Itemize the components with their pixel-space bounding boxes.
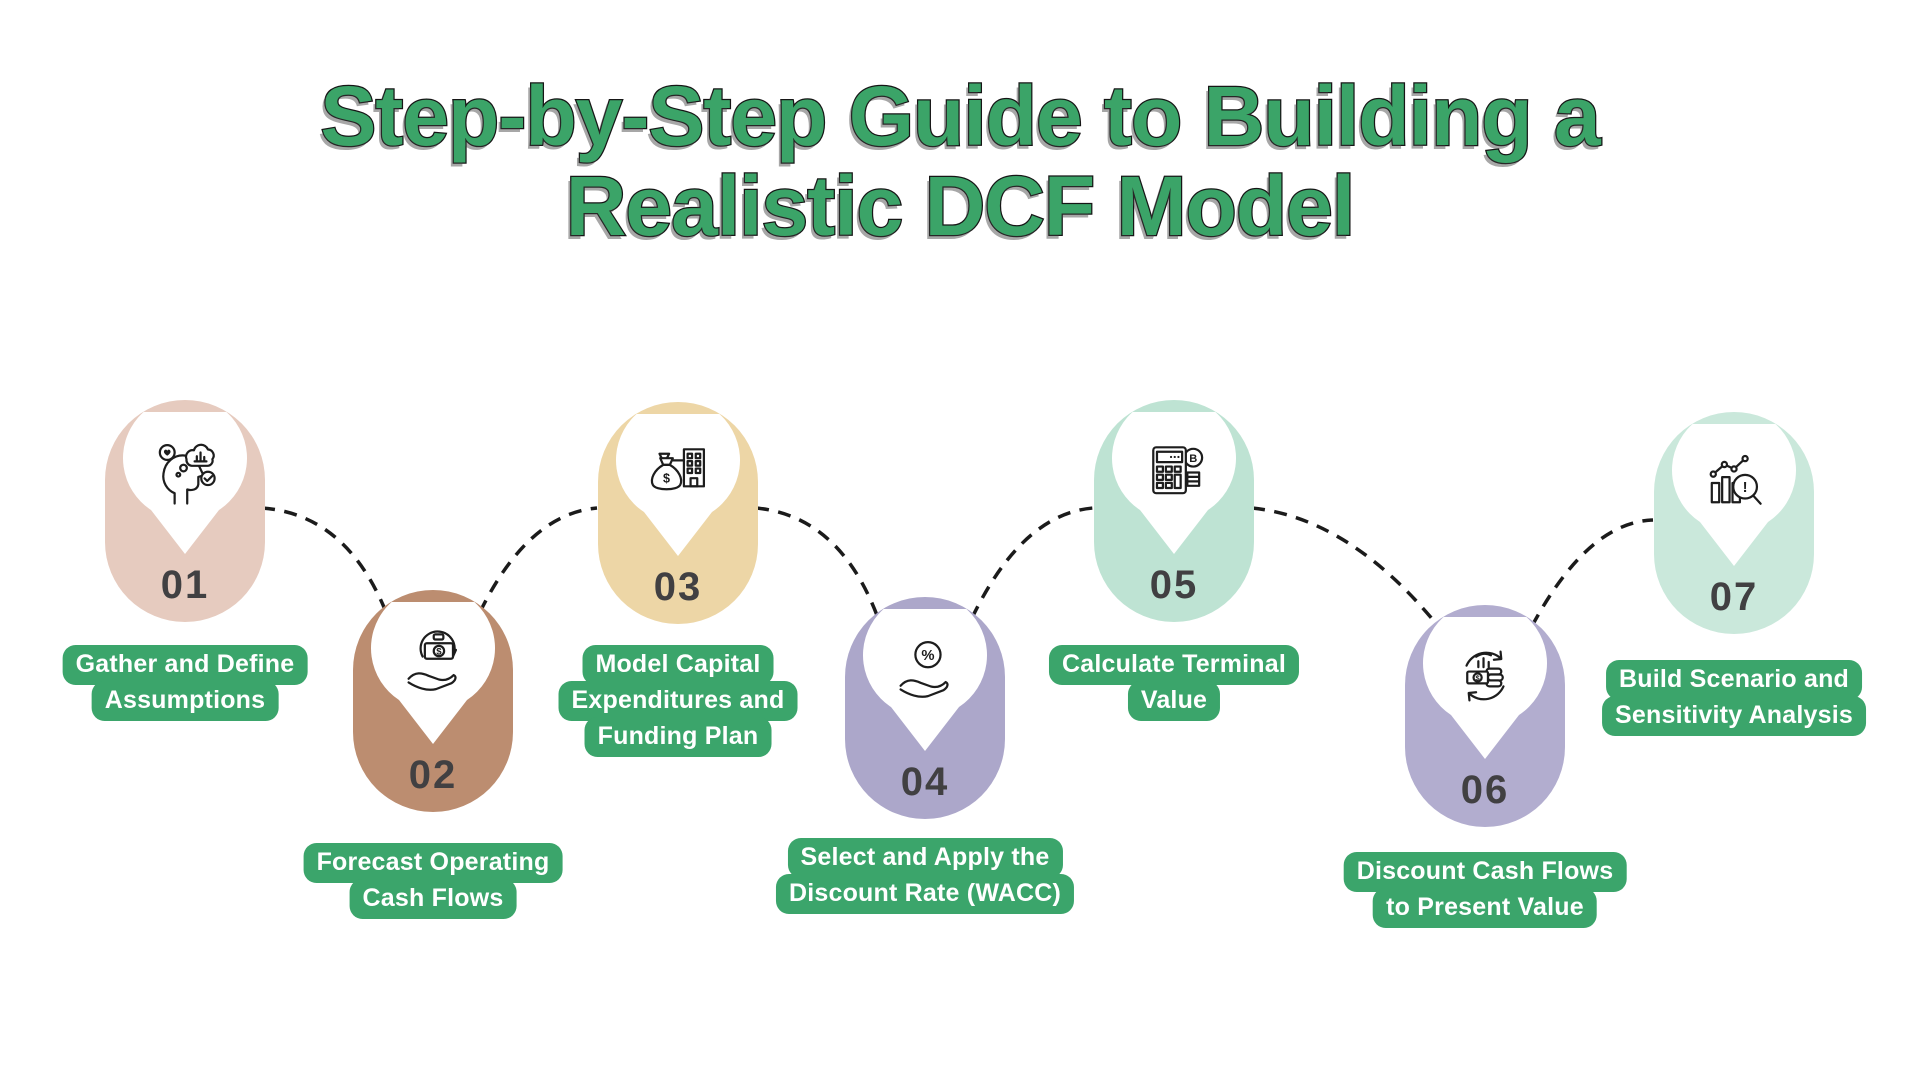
step-label: Gather and Define Assumptions <box>62 645 308 721</box>
step-label-line: Cash Flows <box>349 879 517 919</box>
step-label-line: Discount Cash Flows <box>1343 852 1627 892</box>
step-01: 01 Gather and Define Assumptions <box>62 400 308 721</box>
pill-marker: $ 02 <box>353 590 513 812</box>
dollar-glyph: $ <box>1476 673 1480 682</box>
step-label: Build Scenario and Sensitivity Analysis <box>1602 660 1866 736</box>
step-07: ! 07 Build Scenario and Sensitivity Anal… <box>1602 412 1866 736</box>
step-label-line: Sensitivity Analysis <box>1602 696 1866 736</box>
connector-1-2 <box>261 506 388 613</box>
pill-marker: $ 06 <box>1405 605 1565 827</box>
money-bag-building-icon: $ <box>650 448 706 491</box>
step-number: 02 <box>408 753 458 797</box>
step-label: Model Capital Expenditures and Funding P… <box>558 645 798 757</box>
step-02: $ 02 Forecast Operating Cash Flows <box>303 590 563 919</box>
map-pin-shape <box>123 412 247 554</box>
map-pin-shape <box>863 609 987 751</box>
step-06: $ 06 Discount Cash Flows to Present Valu… <box>1343 605 1627 928</box>
page-title: Step-by-Step Guide to Building a Realist… <box>0 69 1920 253</box>
step-label-line: Funding Plan <box>584 717 772 757</box>
step-label-line: Gather and Define <box>62 645 308 685</box>
step-label-line: Assumptions <box>91 681 279 721</box>
percent-glyph: % <box>921 648 934 664</box>
step-number: 07 <box>1709 575 1759 619</box>
pill-marker: ! 07 <box>1654 412 1814 634</box>
connector-5-6 <box>1251 506 1440 628</box>
step-label: Forecast Operating Cash Flows <box>303 843 563 919</box>
step-label-line: Discount Rate (WACC) <box>775 874 1075 914</box>
step-number: 03 <box>653 565 703 609</box>
step-label: Discount Cash Flows to Present Value <box>1343 852 1627 928</box>
step-label-line: Forecast Operating <box>303 843 563 883</box>
hand-percent-icon: % <box>899 640 949 698</box>
chart-magnifier-icon: ! <box>1709 454 1762 505</box>
step-label-line: Build Scenario and <box>1605 660 1863 700</box>
step-label-line: Model Capital <box>582 645 774 685</box>
step-number: 05 <box>1149 563 1199 607</box>
step-label-line: Value <box>1127 681 1221 721</box>
connector-4-5 <box>970 506 1094 619</box>
step-label-line: Calculate Terminal <box>1048 645 1300 685</box>
step-number: 04 <box>900 760 950 804</box>
cash-flow-cycle-icon: $ <box>1465 650 1505 702</box>
step-05: B 05 Calculate Terminal Value <box>1048 400 1300 721</box>
step-label-line: Select and Apply the <box>787 838 1063 878</box>
coin-glyph: B <box>1189 453 1197 465</box>
map-pin-shape <box>1423 617 1547 759</box>
step-03: $ 03 Model Capital Expenditures and Fund… <box>558 402 798 757</box>
head-idea-icon <box>158 443 216 505</box>
exclamation-glyph: ! <box>1743 480 1748 496</box>
pill-marker: B 05 <box>1094 400 1254 622</box>
pill-marker: $ 03 <box>598 402 758 624</box>
page-title-line1: Step-by-Step Guide to Building a <box>319 69 1602 163</box>
connector-6-7 <box>1530 518 1654 627</box>
pill-marker: % 04 <box>845 597 1005 819</box>
step-label-line: Expenditures and <box>558 681 798 721</box>
step-number: 06 <box>1460 768 1510 812</box>
step-label: Select and Apply the Discount Rate (WACC… <box>775 838 1075 914</box>
calculator-coin-icon: B <box>1152 446 1204 495</box>
step-label-line: to Present Value <box>1373 888 1597 928</box>
connector-2-3 <box>478 506 598 613</box>
pill-marker: 01 <box>105 400 265 622</box>
step-label: Calculate Terminal Value <box>1048 645 1300 721</box>
step-04: % 04 Select and Apply the Discount Rate … <box>775 597 1075 914</box>
dollar-glyph: $ <box>663 472 670 486</box>
map-pin-shape <box>371 602 495 744</box>
page-title-line2: Realistic DCF Model <box>565 158 1357 253</box>
step-number: 01 <box>160 563 210 607</box>
dollar-glyph: $ <box>436 646 442 657</box>
connector-3-4 <box>755 506 880 619</box>
hand-money-cycle-icon: $ <box>407 630 458 691</box>
